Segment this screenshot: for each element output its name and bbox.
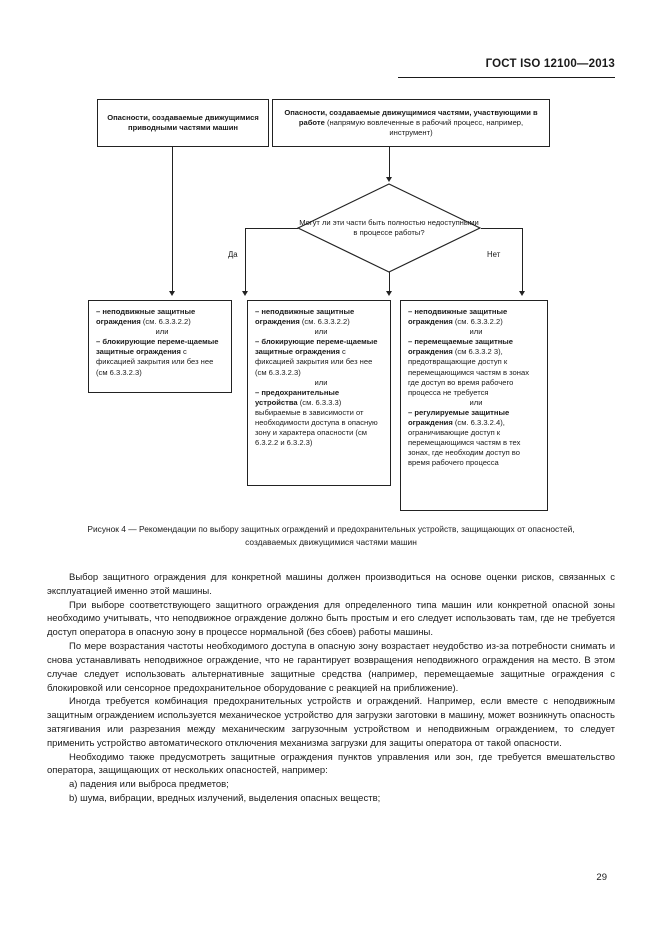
result-no-item-2-term: – перемещаемые защитные ограждения [408,337,514,357]
connector-yes-vertical [245,228,246,292]
result-no-or-1: или [469,327,483,337]
result-mid-item-1-term: – неподвижные защитные ограждения [255,307,355,327]
paragraph-3: По мере возрастания частоты необходимого… [47,641,615,694]
result-mid-item-2-term: – блокирующие переме-щаемые защитные огр… [255,337,378,357]
branch-label-yes: Да [228,250,238,259]
result-yes-item-1-ref: (см. 6.3.3.2.2) [140,317,191,327]
list-item-a: a) падения или выброса предметов; [69,779,229,791]
connector-driven-to-result [172,147,173,292]
result-no-item-3-term: – регулируемые защитные ограждения [408,407,510,428]
figure-caption: Рисунок 4 — Рекомендации по выбору защит… [87,524,575,547]
result-mid-item-3: – предохранительные устройства (см. 6.3.… [255,388,383,449]
paragraph-4: Иногда требуется комбинация предохраните… [47,696,615,749]
flow-node-decision-label: Могут ли эти части быть полностью недост… [299,217,479,237]
body-text: Выбор защитного ограждения для конкретно… [47,571,615,806]
result-no-item-3-ref: (см. 6.3.3.2.4), ограничивающие доступ к… [408,418,521,468]
flow-node-working-parts-label: Опасности, создаваемые движущимися частя… [284,107,538,127]
result-mid-item-2-ref: с фиксацией закрытия или без нее (см 6.3… [255,347,373,377]
result-yes-item-2-term: – блокирующие переме-щаемые защитные огр… [96,337,219,357]
result-yes-item-2: – блокирующие переме-щаемые защитные огр… [96,337,224,377]
connector-yes-arrow [241,291,248,296]
connector-working-to-decision [389,147,390,178]
result-yes-or-1: или [155,327,169,337]
result-yes-item-1-term: – неподвижные защитные ограждения [96,307,196,327]
connector-working-to-decision-arrow [385,177,392,182]
standard-title: ГОСТ ISO 12100—2013 [485,58,615,70]
flow-node-working-parts: Опасности, создаваемые движущимися частя… [272,99,550,147]
result-mid-or-1: или [314,327,328,337]
flow-node-driven-parts-label: Опасности, создаваемые движущимися приво… [107,112,259,132]
flow-node-driven-parts: Опасности, создаваемые движущимися приво… [97,99,269,147]
result-no-item-2-ref: (см 6.3.3.2 3), предотвращающие доступ к… [408,347,529,397]
connector-driven-to-result-arrow [168,291,175,296]
connector-no-vertical [522,228,523,292]
result-mid-item-2: – блокирующие переме-щаемые защитные огр… [255,337,383,377]
result-no-item-1: – неподвижные защитные ограждения (см. 6… [408,307,540,327]
result-mid-item-3-ref: (см. 6.3.3.3) выбираемые в зависимости о… [255,397,378,448]
connector-decision-to-middle-arrow [385,291,392,296]
page-header: ГОСТ ISO 12100—2013 [0,58,615,70]
list-item-b: b) шума, вибрации, вредных излучений, вы… [69,793,381,804]
paragraph-2: При выборе соответствующего защитного ог… [47,599,615,639]
result-yes-item-2-ref: с фиксацией закрытия или без нее (см 6.3… [96,347,214,377]
result-no-item-1-term: – неподвижные защитные ограждения [408,307,508,327]
flow-node-result-middle: – неподвижные защитные ограждения (см. 6… [247,300,391,486]
result-mid-or-2: или [314,377,328,387]
result-no-item-2: – перемещаемые защитные ограждения (см 6… [408,337,540,398]
result-no-or-2: или [469,397,483,407]
result-no-item-1-ref: (см. 6.3.3.2.2) [452,317,503,327]
figure-flowchart: Опасности, создаваемые движущимися приво… [88,99,550,511]
connector-yes-horizontal [245,228,298,229]
header-divider [398,77,615,78]
flow-node-result-no: – неподвижные защитные ограждения (см. 6… [400,300,548,511]
result-mid-item-1-ref: (см. 6.3.3.2.2) [299,317,350,327]
result-no-item-3: – регулируемые защитные ограждения (см. … [408,408,540,469]
result-mid-item-1: – неподвижные защитные ограждения (см. 6… [255,307,383,327]
flow-node-result-yes: – неподвижные защитные ограждения (см. 6… [88,300,232,393]
paragraph-5: Необходимо также предусмотреть защитные … [47,751,615,777]
flow-node-working-parts-note: (напрямую вовлеченные в рабочий процесс,… [324,117,524,138]
paragraph-1: Выбор защитного ограждения для конкретно… [47,572,615,597]
page-number: 29 [596,872,607,883]
connector-no-arrow [518,291,525,296]
result-yes-item-1: – неподвижные защитные ограждения (см. 6… [96,307,224,327]
result-mid-item-3-term: – предохранительные устройства [255,387,340,407]
flow-node-decision: Могут ли эти части быть полностью недост… [297,183,481,273]
branch-label-no: Нет [487,250,501,259]
connector-decision-to-middle [389,272,390,292]
connector-no-horizontal [481,228,523,229]
